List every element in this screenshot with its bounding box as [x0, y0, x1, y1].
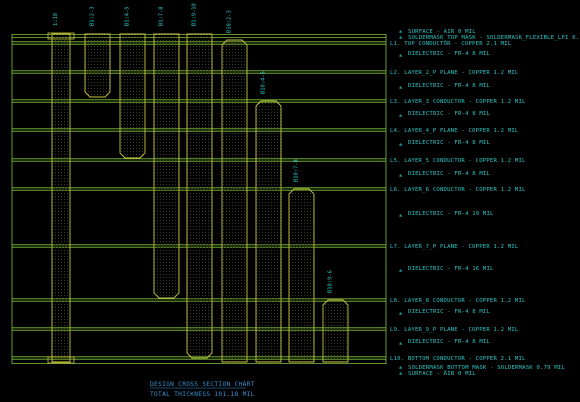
layer-label: L4. LAYER_4_P PLANE - COPPER 1.2 MIL: [390, 128, 519, 134]
via-shape: [51, 33, 71, 363]
via-group: [47, 32, 349, 364]
via-label: B1:2-3: [90, 7, 96, 26]
dielectric-label: DIELECTRIC - FR-4 8 MIL: [408, 171, 490, 177]
dielectric-symbol: ±: [399, 173, 403, 179]
surface-bottom-label: SURFACE - AIR 0 MIL: [408, 371, 476, 377]
via-label: B1:4-5: [125, 7, 131, 26]
dielectric-label: DIELECTRIC - FR-4 19 MIL: [408, 211, 494, 217]
dielectric-label: DIELECTRIC - FR-4 8 MIL: [408, 111, 490, 117]
via-shape: [255, 100, 282, 363]
via-label: 1:10: [53, 13, 59, 26]
via-shape: [153, 33, 180, 299]
soldermask-top-label: SOLDERMASK_TOP MASK - SOLDERMASK_FLEXIBL…: [408, 35, 579, 41]
dielectric-symbol: ±: [399, 213, 403, 219]
surface-top-symbol: ±: [399, 29, 403, 35]
dielectric-symbol: ±: [399, 341, 403, 347]
dielectric-symbol: ±: [399, 142, 403, 148]
via-label: B10:9-6: [328, 270, 334, 293]
dielectric-label: DIELECTRIC - FR-4 8 MIL: [408, 140, 490, 146]
via-shape: [186, 33, 213, 359]
surface-bottom-symbol: ±: [399, 371, 403, 377]
via-label: B10:2-3: [227, 10, 233, 33]
dielectric-symbol: ±: [399, 53, 403, 59]
via-shape: [322, 299, 349, 363]
via-shape: [288, 188, 315, 363]
soldermask-top-symbol: ±: [399, 35, 403, 41]
dielectric-symbol: ±: [399, 85, 403, 91]
dielectric-symbol: ±: [399, 311, 403, 317]
layer-label: L1. TOP CONDUCTOR - COPPER 2.1 MIL: [390, 41, 512, 47]
via-labels: 1:10 B1:2-3 B1:4-5 B1:7-8 B1:9-10 B10:2-3B10:…: [53, 3, 334, 293]
layer-label: L5. LAYER_5 CONDUCTOR - COPPER 1.2 MIL: [390, 158, 526, 164]
soldermask-bottom-symbol: ±: [399, 365, 403, 371]
via-shape: [119, 33, 146, 159]
via-label: B10:4-5: [261, 71, 267, 94]
via-label: B1:7-8: [159, 7, 165, 26]
layer-label: L2. LAYER_2_P PLANE - COPPER 1.2 MIL: [390, 70, 519, 76]
total-thickness: TOTAL THICKNESS 101.18 MIL: [150, 391, 255, 398]
dielectric-symbol: ±: [399, 113, 403, 119]
soldermask-bottom-label: SOLDERMASK_BOTTOM MASK - SOLDERMASK 0.79…: [408, 365, 565, 371]
via-shape: [221, 39, 248, 363]
dielectric-label: DIELECTRIC - FR-4 8 MIL: [408, 339, 490, 345]
chart-title: DESIGN CROSS SECTION CHART: [150, 381, 255, 388]
dielectric-label: DIELECTRIC - FR-4 16 MIL: [408, 266, 494, 272]
via-label: B10:7-8: [294, 159, 300, 182]
layer-label: L9. LAYER_9_P PLANE - COPPER 1.2 MIL: [390, 327, 519, 333]
dielectric-label: DIELECTRIC - FR-4 8 MIL: [408, 83, 490, 89]
via-shape: [84, 33, 111, 98]
layer-label: L7. LAYER_7_P PLANE - COPPER 1.2 MIL: [390, 244, 519, 250]
via-label: B1:9-10: [192, 3, 198, 26]
layer-label: L3. LAYER_3 CONDUCTOR - COPPER 1.2 MIL: [390, 99, 526, 105]
layer-labels: ± SURFACE - AIR 0 MIL ± SOLDERMASK_TOP MASK…: [390, 29, 579, 377]
dielectric-label: DIELECTRIC - FR-4 8 MIL: [408, 309, 490, 315]
dielectric-label: DIELECTRIC - FR-4 8 MIL: [408, 51, 490, 57]
surface-top-label: SURFACE - AIR 0 MIL: [408, 29, 476, 35]
dielectric-symbol: ±: [399, 268, 403, 274]
layer-label: L6. LAYER_6 CONDUCTOR - COPPER 1.2 MIL: [390, 187, 526, 193]
layer-label: L8. LAYER_8 CONDUCTOR - COPPER 1.2 MIL: [390, 298, 526, 304]
layer-label: L10. BOTTOM CONDUCTOR - COPPER 2.1 MIL: [390, 356, 526, 362]
